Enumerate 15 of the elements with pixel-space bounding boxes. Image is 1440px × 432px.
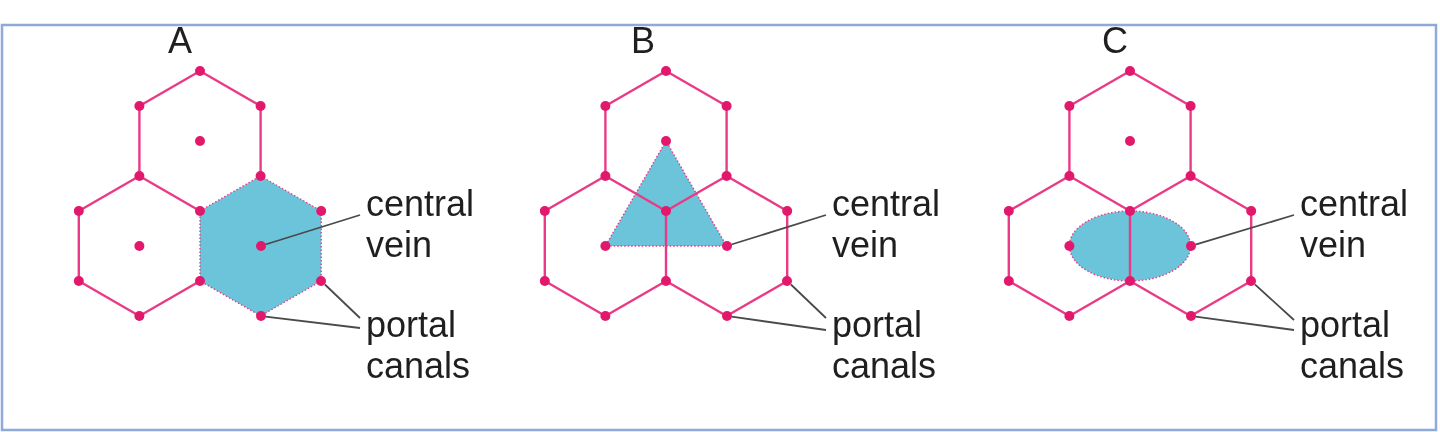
panel-letter: B [631,27,655,55]
callout-label: central vein [1294,183,1409,265]
callout-label: portal canals [360,304,471,386]
leader-line [1194,315,1295,331]
leader-line [730,315,827,331]
callout-label: portal canals [1294,304,1405,386]
panel-letter: A [168,27,192,55]
leader-line [1254,283,1295,321]
panel-letter: C [1102,27,1128,55]
leader-line [790,283,827,319]
callout-label: central vein [826,183,941,265]
callout-label: portal canals [826,304,937,386]
leader-line [264,315,361,329]
callout-label: central vein [360,183,475,265]
leader-line [324,283,361,319]
